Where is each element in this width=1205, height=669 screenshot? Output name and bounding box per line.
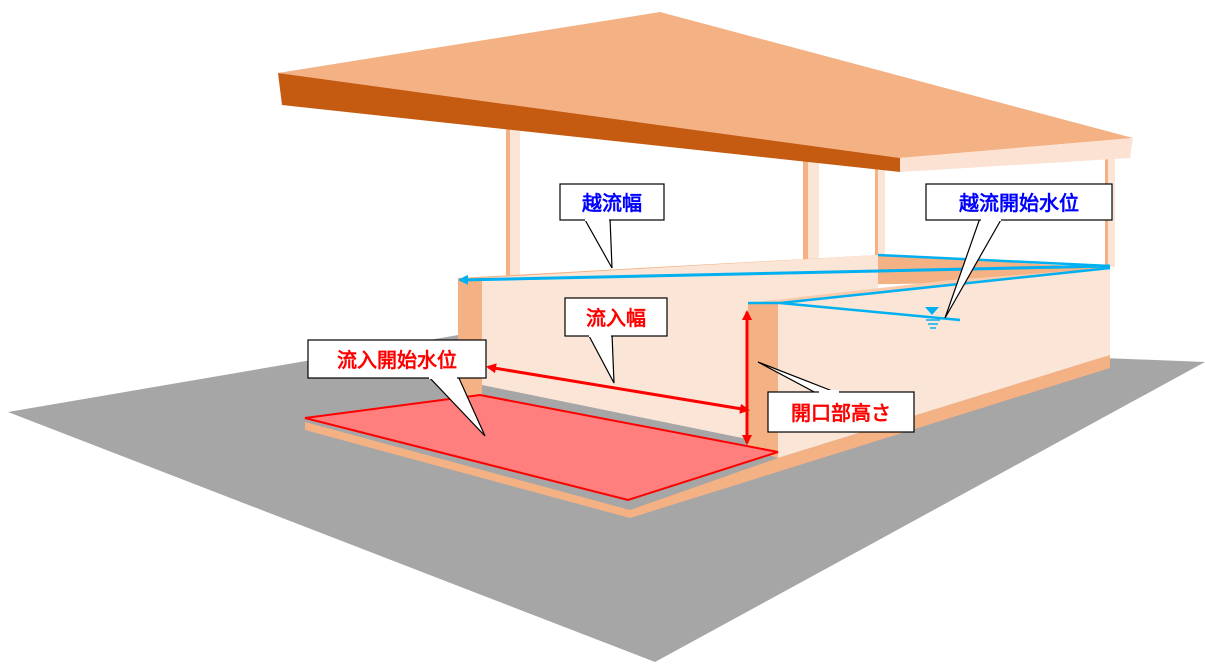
water-level-triangle-icon: [925, 307, 940, 329]
right-wall-edge: [748, 303, 778, 458]
label-inflow-width: 流入幅: [586, 306, 646, 330]
pillar-center-edge: [803, 98, 808, 263]
pillar-right-inner-edge: [875, 163, 878, 258]
label-opening-height: 開口部高さ: [791, 401, 891, 425]
inflow-area: [304, 393, 779, 502]
label-overflow-start-level: 越流開始水位: [958, 191, 1079, 215]
roof-side: [900, 138, 1133, 172]
callout-overflow-start-level: 越流開始水位: [925, 183, 1113, 319]
callout-inflow-width: 流入幅: [564, 297, 668, 384]
roof-front: [278, 73, 900, 172]
label-overflow-width: 越流幅: [581, 191, 642, 215]
callout-inflow-start-level: 流入開始水位: [307, 339, 487, 437]
base-slab: [305, 355, 1110, 518]
overflow-width-line: [458, 264, 1111, 285]
pillar-right-inner: [875, 163, 885, 258]
callout-overflow-width: 越流幅: [559, 183, 665, 269]
pillar-left-edge: [506, 128, 510, 278]
overflow-top-outline: [877, 253, 1111, 268]
roof-top: [278, 12, 1133, 158]
callout-opening-height: 開口部高さ: [757, 361, 915, 433]
overflow-start-level-line: [748, 266, 1111, 322]
inflow-width-arrow: [486, 363, 750, 414]
label-inflow-start-level: 流入開始水位: [337, 348, 457, 372]
